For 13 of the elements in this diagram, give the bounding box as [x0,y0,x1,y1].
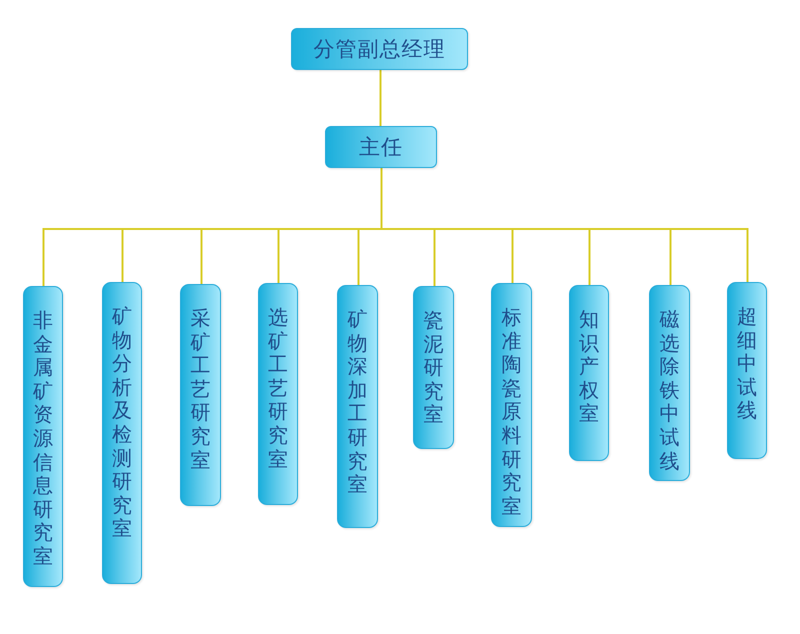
position-box: 分管副总经理 [291,28,468,70]
connector-line [380,70,382,126]
department-box: 瓷泥研究室 [413,286,454,449]
department-box: 矿物分析及检测研究室 [102,282,142,584]
department-box: 超细中试线 [727,282,767,459]
department-box: 选矿工艺研究室 [258,283,298,505]
department-box: 矿物深加工研究室 [337,285,378,528]
department-box: 标准陶瓷原料研究室 [491,283,532,527]
department-box: 磁选除铁中试线 [649,285,690,481]
department-box: 采矿工艺研究室 [180,284,221,506]
department-box: 非金属矿资源信息研究室 [23,286,63,587]
position-box: 主任 [325,126,437,168]
department-box: 知识产权室 [569,285,609,461]
